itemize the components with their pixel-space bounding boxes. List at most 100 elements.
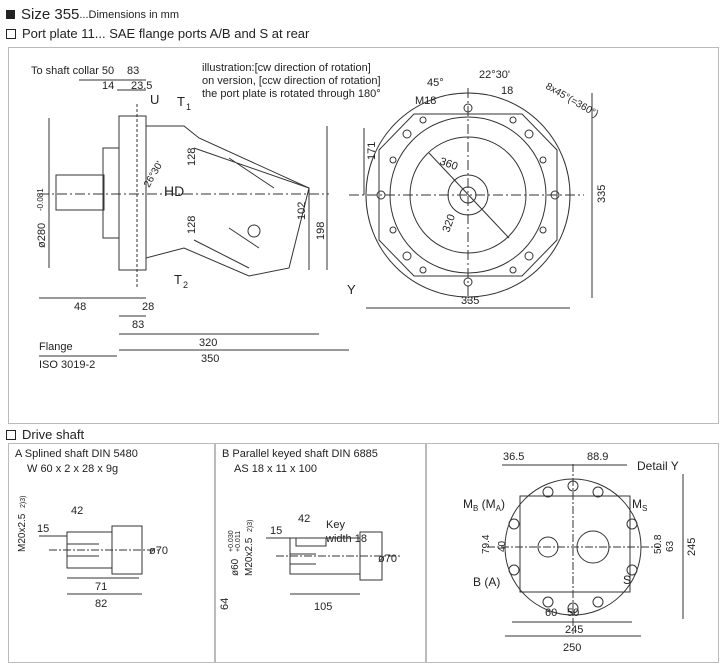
illustration-line-2: on version, [ccw direction of rotation] [202, 75, 381, 87]
dim-171: 171 [366, 142, 378, 160]
a-dim-82: 82 [95, 598, 107, 610]
y-dim-40: 40 [497, 540, 508, 552]
size-suffix: ...Dimensions in mm [79, 8, 180, 21]
a-dim-71: 71 [95, 581, 107, 593]
main-labels: To shaft collar 50 83 23.5 14 U T 1 T 2 … [31, 62, 608, 371]
label-y: Y [347, 282, 356, 297]
mount-flange [102, 147, 120, 239]
a-dim-42: 42 [71, 505, 83, 517]
port-plate-text: Port plate 11... SAE flange ports A/B an… [22, 26, 310, 41]
splined-shaft-spec: W 60 x 2 x 28 x 9g [27, 463, 119, 475]
label-t2: T [174, 272, 182, 287]
y-dim-60: 60 [545, 607, 557, 619]
b-key-label: Key [326, 519, 345, 531]
main-drawing: To shaft collar 50 83 23.5 14 U T 1 T 2 … [31, 62, 608, 371]
dim-350: 350 [201, 353, 219, 365]
dim-18: 18 [501, 85, 513, 97]
filled-square-icon [6, 10, 15, 19]
dim-335-right: 335 [596, 185, 608, 203]
y-mb-label: MB (MA) [463, 497, 505, 513]
label-u: U [150, 92, 159, 107]
angle-45: 45° [427, 77, 444, 89]
y-dim-63: 63 [665, 540, 676, 552]
b-dim-70: ø70 [378, 553, 397, 565]
label-t1: T [177, 94, 185, 109]
port-circle [247, 224, 261, 238]
dim-23-5: 23.5 [131, 80, 152, 92]
splined-shaft-drawing: M20x2.5 2)3) 42 15 ø70 71 82 [17, 496, 168, 610]
flange-label: Flange [39, 341, 73, 353]
dim-360: 360 [438, 156, 459, 174]
open-square-icon [6, 28, 16, 39]
label-t2-sub: 2 [183, 280, 188, 290]
y-dim-50: 50 [567, 607, 579, 619]
y-ms-label: MS [632, 497, 647, 513]
illustration-line-1: illustration:[cw direction of rotation] [202, 62, 371, 74]
dim-83-bottom: 83 [132, 319, 144, 331]
dim-198: 198 [315, 222, 327, 240]
a-m20: M20x2.5 [17, 513, 28, 552]
b-dim-60-tol-bot: +0.011 [235, 531, 242, 552]
y-dim-245-bottom: 245 [565, 624, 583, 636]
bolt-holes [376, 103, 560, 287]
flange-plate [118, 115, 147, 271]
dim-320: 320 [199, 337, 217, 349]
a-m20-sup: 2)3) [20, 496, 27, 508]
y-dim-88-9: 88.9 [587, 451, 608, 463]
b-key-width: width 18 [325, 533, 367, 545]
dim-m18: M18 [415, 95, 436, 107]
dim-335-bottom: 335 [461, 295, 479, 307]
shaft-collar-label: To shaft collar 50 [31, 65, 114, 77]
main-drawing-panel: To shaft collar 50 83 23.5 14 U T 1 T 2 … [8, 47, 719, 424]
b-dim-105: 105 [314, 601, 332, 613]
dim-128-a: 128 [186, 148, 198, 166]
dim-14: 14 [102, 80, 114, 92]
housing [145, 125, 310, 277]
iso-label: ISO 3019-2 [39, 359, 95, 371]
dim-48: 48 [74, 301, 86, 313]
size-heading: Size 355...Dimensions in mm [6, 6, 179, 23]
shaft-stub [55, 174, 105, 211]
b-dim-60-tol-top: +0.030 [228, 530, 235, 552]
keyed-shaft-spec: AS 18 x 11 x 100 [234, 463, 317, 475]
y-dim-36-5: 36.5 [503, 451, 524, 463]
label-t1-sub: 1 [186, 102, 191, 112]
drive-shaft-heading: Drive shaft [6, 427, 84, 442]
keyed-shaft-drawing: ø60 +0.030 +0.011 M20x2.5 2)3) 15 42 Key… [219, 513, 401, 613]
splined-shaft-title: A Splined shaft DIN 5480 [15, 448, 138, 460]
angle-22: 22°30' [479, 69, 510, 81]
keyed-shaft-title: B Parallel keyed shaft DIN 6885 [222, 448, 378, 460]
y-ba-label: B (A) [473, 575, 500, 589]
dia-280: ø280 [36, 223, 48, 248]
dim-83-top: 83 [127, 65, 139, 77]
b-dim-15: 15 [270, 525, 282, 537]
y-dim-245-right: 245 [686, 538, 698, 556]
label-hd: HD [164, 183, 184, 199]
b-m20-sup: 2)3) [247, 520, 254, 532]
detail-bolt-holes [508, 480, 638, 614]
detail-y-panel: 36.5 88.9 Detail Y MB (MA) MS 79.4 40 50… [426, 443, 719, 663]
y-s-label: S [623, 573, 631, 587]
y-dim-79-4: 79.4 [481, 534, 492, 554]
dim-128-b: 128 [186, 216, 198, 234]
illustration-line-3: the port plate is rotated through 180° [202, 88, 381, 100]
a-dim-15: 15 [37, 523, 49, 535]
a-dim-70: ø70 [149, 545, 168, 557]
dim-102: 102 [296, 202, 308, 220]
detail-y-title: Detail Y [637, 459, 679, 473]
size-label: Size 355 [21, 6, 80, 23]
splined-shaft-panel: A Splined shaft DIN 5480 W 60 x 2 x 28 x… [8, 443, 215, 663]
b-dim-60: ø60 [230, 558, 241, 576]
b-dim-42: 42 [298, 513, 310, 525]
b-m20: M20x2.5 [244, 537, 255, 576]
dim-320-end: 320 [441, 213, 459, 234]
keyed-shaft-panel: B Parallel keyed shaft DIN 6885 AS 18 x … [215, 443, 426, 663]
tol-280: -0.081 [36, 188, 45, 211]
y-dim-250: 250 [563, 642, 581, 654]
b-dim-64: 64 [219, 598, 231, 610]
drive-shaft-title: Drive shaft [22, 427, 85, 442]
y-dim-50-8: 50.8 [653, 534, 664, 554]
dim-28: 28 [142, 301, 154, 313]
port-plate-heading: Port plate 11... SAE flange ports A/B an… [6, 26, 309, 41]
open-square-icon [6, 429, 16, 440]
